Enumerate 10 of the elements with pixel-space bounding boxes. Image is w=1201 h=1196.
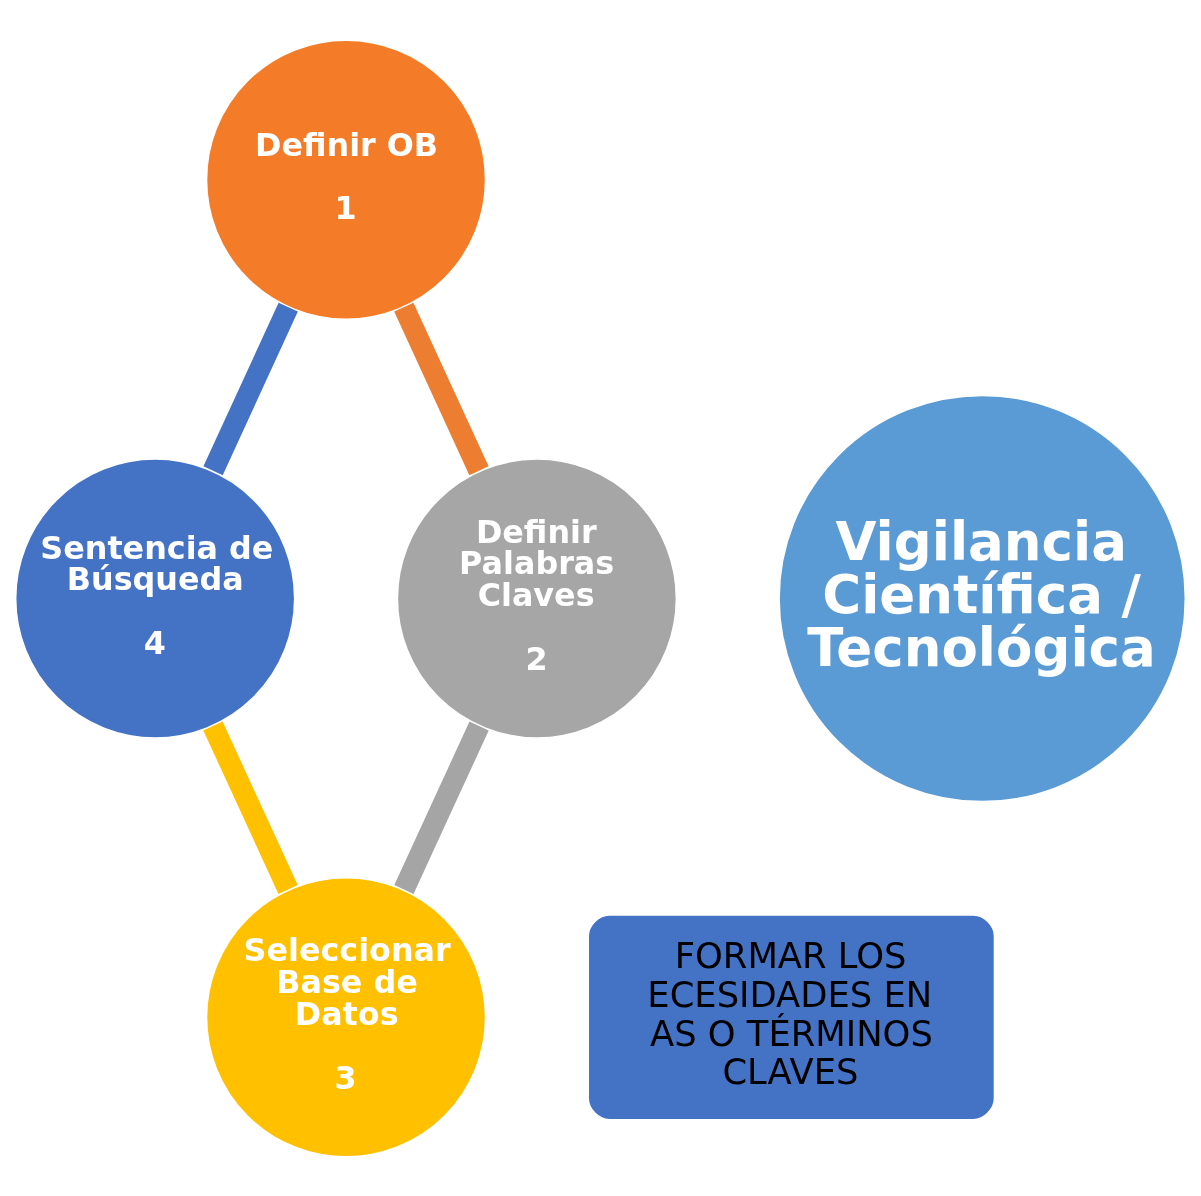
connector	[203, 302, 298, 475]
node-circle: Sentencia de Búsqueda 4	[14, 457, 296, 739]
connector	[394, 721, 489, 894]
connector	[203, 721, 298, 894]
node-circle: Vigilancia Científica / Tecnológica	[778, 393, 1187, 803]
connector	[394, 302, 489, 475]
node-circle: Seleccionar Base de Datos 3	[205, 876, 487, 1158]
node-circle: Definir Palabras Claves 2	[396, 457, 678, 739]
node-box: FORMAR LOS ECESIDADES EN AS O TÉRMINOS CLAVES	[587, 913, 996, 1121]
node-circle: Definir OB 1	[205, 38, 487, 320]
